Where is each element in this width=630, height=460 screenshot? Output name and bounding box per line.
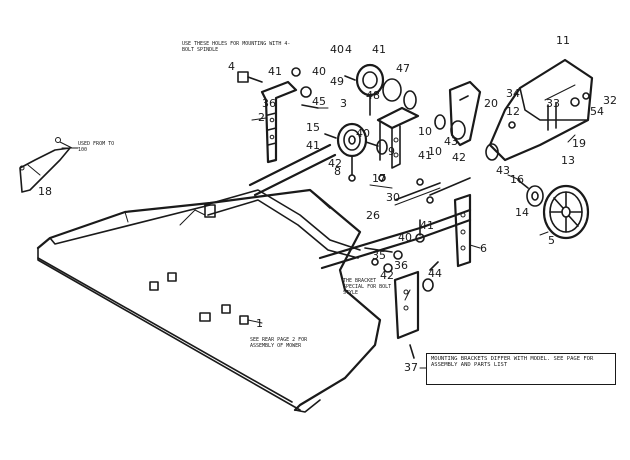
leader-lines bbox=[61, 107, 576, 369]
top-note: USE THESE HOLES FOR MOUNTING WITH 4-BOLT… bbox=[182, 41, 291, 53]
part-label-33: 33 bbox=[546, 97, 560, 110]
mid-note: THE BRACKET SPECIAL FOR BOLT STYLE bbox=[343, 278, 392, 296]
part-label-10b: 10 bbox=[428, 145, 442, 158]
spindle-left bbox=[324, 122, 388, 182]
part-label-18: 18 bbox=[38, 185, 52, 198]
arm-assembly bbox=[434, 80, 499, 161]
part-label-41d: 41 bbox=[418, 149, 432, 162]
part-label-15: 15 bbox=[306, 121, 320, 134]
part-label-8: 8 bbox=[334, 165, 341, 178]
part-label-49: 49 bbox=[330, 75, 344, 88]
deck-clips bbox=[149, 272, 263, 325]
part-label-16: 16 bbox=[510, 173, 524, 186]
part-label-19: 19 bbox=[572, 137, 586, 150]
part-label-44: 44 bbox=[428, 267, 442, 280]
belt-guard bbox=[19, 137, 73, 193]
bolts-top-left bbox=[237, 67, 319, 109]
part-label-41e: 41 bbox=[420, 219, 434, 232]
part-label-40c: 40 bbox=[356, 127, 370, 140]
part-label-6: 6 bbox=[480, 242, 487, 255]
mower-deck bbox=[36, 188, 382, 413]
part-label-26: 26 bbox=[366, 209, 380, 222]
bolt-stack-center bbox=[369, 174, 441, 243]
part-label-40a: 40 bbox=[312, 65, 326, 78]
part-label-54: 54 bbox=[590, 105, 604, 118]
part-label-47: 47 bbox=[396, 62, 410, 75]
part-label-36b: 36 bbox=[394, 259, 408, 272]
part-label-35: 35 bbox=[372, 249, 386, 262]
part-label-12: 12 bbox=[506, 105, 520, 118]
part-label-45: 45 bbox=[312, 95, 326, 108]
part-label-42b: 42 bbox=[452, 151, 466, 164]
part-label-43a: 43 bbox=[444, 135, 458, 148]
part-label-4a: 4 bbox=[228, 60, 235, 73]
part-label-36: 36 bbox=[262, 97, 276, 110]
part-label-4b: 4 bbox=[345, 43, 352, 56]
part-label-42c: 42 bbox=[380, 269, 394, 282]
part-label-34: 34 bbox=[506, 87, 520, 100]
part-label-41b: 41 bbox=[372, 43, 386, 56]
pulley-large bbox=[517, 179, 590, 240]
bracket-left bbox=[260, 80, 298, 164]
part-label-14: 14 bbox=[515, 206, 529, 219]
info-box: MOUNTING BRACKETS DIFFER WITH MODEL. SEE… bbox=[426, 353, 616, 385]
left-note: USED FROM TO 100 bbox=[78, 141, 115, 153]
part-label-5: 5 bbox=[548, 234, 555, 247]
part-label-1: 1 bbox=[256, 317, 263, 330]
bracket-right bbox=[429, 177, 472, 268]
part-label-32: 32 bbox=[603, 94, 617, 107]
bottom-note: SEE REAR PAGE 2 FOR ASSEMBLY OF MOWER bbox=[250, 337, 308, 349]
spindle-upper bbox=[344, 63, 417, 116]
part-label-41a: 41 bbox=[268, 65, 282, 78]
part-label-3: 3 bbox=[340, 97, 347, 110]
part-label-42a: 42 bbox=[328, 157, 342, 170]
part-label-40d: 40 bbox=[398, 231, 412, 244]
part-label-17: 17 bbox=[372, 172, 386, 185]
part-label-41c: 41 bbox=[306, 139, 320, 152]
part-label-43b: 43 bbox=[496, 164, 510, 177]
part-label-37: 37 bbox=[404, 361, 418, 374]
box-note-text: MOUNTING BRACKETS DIFFER WITH MODEL. SEE… bbox=[431, 356, 594, 369]
part-label-40b: 40 bbox=[330, 43, 344, 56]
belt-guard-right bbox=[488, 58, 594, 162]
part-label-11: 11 bbox=[556, 34, 570, 47]
part-label-13: 13 bbox=[561, 154, 575, 167]
bracket-lower bbox=[364, 247, 439, 359]
part-label-30: 30 bbox=[386, 191, 400, 204]
part-label-9: 9 bbox=[388, 145, 395, 158]
bracket-center bbox=[376, 106, 420, 169]
part-label-20: 20 bbox=[484, 97, 498, 110]
part-label-48: 48 bbox=[366, 89, 380, 102]
part-label-2: 2 bbox=[258, 111, 265, 124]
part-label-10: 10 bbox=[418, 125, 432, 138]
